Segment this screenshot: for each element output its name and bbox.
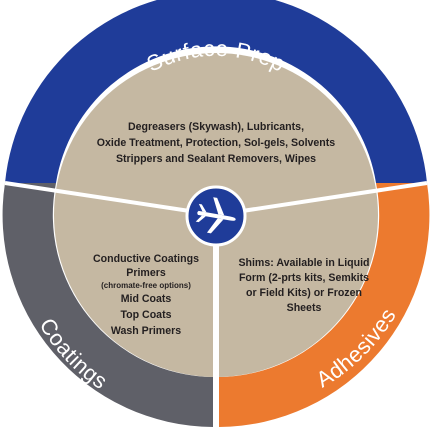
- airplane-icon: [195, 197, 236, 234]
- surface-prep-line: Strippers and Sealant Removers, Wipes: [116, 153, 316, 165]
- adhesives-line: Form (2-prts kits, Semkits: [239, 272, 369, 284]
- coatings-line: Top Coats: [120, 309, 171, 321]
- divider-right: [215, 181, 428, 217]
- adhesives-list: Shims: Available in Liquid Form (2-prts …: [238, 257, 369, 314]
- adhesives-line: or Field Kits) or Frozen: [246, 287, 362, 299]
- coatings-note: (chromate-free options): [101, 281, 191, 290]
- adhesives-line: Shims: Available in Liquid: [238, 257, 369, 269]
- coatings-line: Conductive Coatings: [93, 253, 199, 265]
- surface-prep-list: Degreasers (Skywash), Lubricants, Oxide …: [97, 121, 336, 165]
- surface-prep-ring: [5, 0, 427, 183]
- divider-left: [4, 181, 217, 217]
- adhesives-ring: [219, 183, 430, 427]
- coatings-ring: [2, 183, 213, 427]
- coatings-list: Conductive Coatings Primers (chromate-fr…: [93, 253, 199, 337]
- surface-prep-line: Degreasers (Skywash), Lubricants,: [128, 121, 304, 133]
- adhesives-line: Sheets: [287, 302, 322, 314]
- coatings-line: Mid Coats: [121, 293, 172, 305]
- surface-prep-line: Oxide Treatment, Protection, Sol-gels, S…: [97, 137, 336, 149]
- coatings-line: Primers: [126, 267, 166, 279]
- coatings-line: Wash Primers: [111, 325, 181, 337]
